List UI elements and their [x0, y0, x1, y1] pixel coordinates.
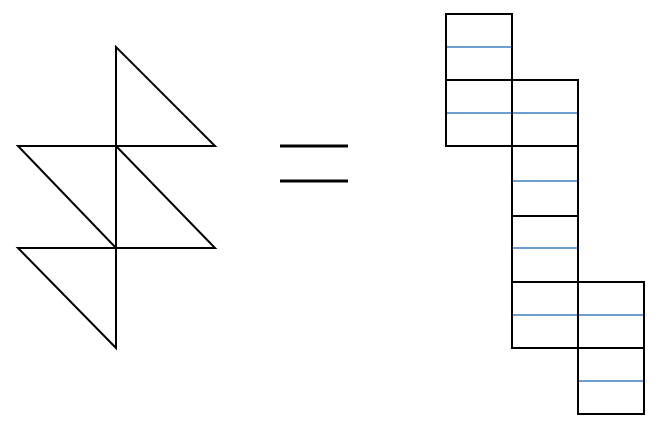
triangle-upper-left: [15, 145, 117, 251]
staircase-grid-figure: [445, 13, 645, 415]
grid-midlines: [446, 46, 644, 382]
grid-cell: [577, 347, 645, 415]
triangle-bottom-left: [15, 247, 117, 351]
triangle-top-right: [115, 44, 218, 147]
grid-cell: [511, 215, 579, 283]
grid-cells: [445, 13, 645, 415]
triangle-middle-right: [115, 143, 218, 249]
equals-sign: [280, 144, 348, 183]
triangle-pinwheel-figure: [15, 44, 218, 351]
